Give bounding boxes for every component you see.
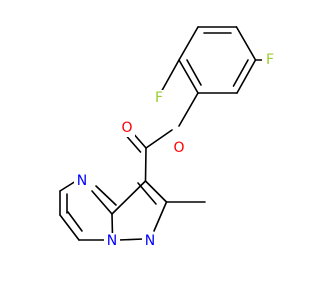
bond: [118, 238, 145, 241]
atom-label-f-top: F: [262, 52, 278, 69]
bond: [161, 59, 180, 92]
bond: [235, 26, 257, 61]
atom-label-n-pyrazole: N: [142, 233, 158, 250]
atom-label-o-ester: O: [171, 140, 187, 157]
atom-label-f-left: F: [151, 90, 167, 107]
oxygen-label: O: [173, 140, 184, 156]
bond: [111, 180, 147, 215]
bond: [153, 201, 168, 232]
bond: [178, 59, 199, 94]
bond: [232, 59, 249, 87]
bond: [144, 147, 147, 182]
atom-label-n-bridge: N: [104, 233, 120, 250]
bond: [67, 211, 83, 232]
bond: [95, 185, 117, 206]
bond: [144, 180, 168, 203]
atom-label-n-pyrimidine: N: [74, 173, 90, 190]
bond: [145, 129, 173, 149]
pyrazolopyrimidine-core: [59, 180, 206, 241]
bond: [236, 59, 257, 94]
bond: [91, 190, 113, 215]
bond: [111, 213, 114, 237]
fluorine-label: F: [266, 52, 274, 68]
bond: [178, 26, 199, 61]
oxygen-label: O: [121, 120, 132, 136]
bond: [178, 92, 199, 127]
bond: [59, 214, 80, 241]
difluorophenyl-ring: [178, 26, 257, 94]
molecule-canvas: F F O O N N N: [59, 26, 278, 250]
fluorine-label: F: [155, 90, 163, 106]
nitrogen-label: N: [145, 233, 155, 249]
bond: [125, 135, 142, 153]
bond: [186, 59, 202, 86]
molecule-structure: F F O O N N N: [59, 26, 278, 250]
bond: [59, 180, 77, 192]
atom-label-o-carbonyl: O: [119, 120, 135, 137]
nitrogen-label: N: [107, 233, 117, 249]
nitrogen-label: N: [77, 173, 87, 189]
